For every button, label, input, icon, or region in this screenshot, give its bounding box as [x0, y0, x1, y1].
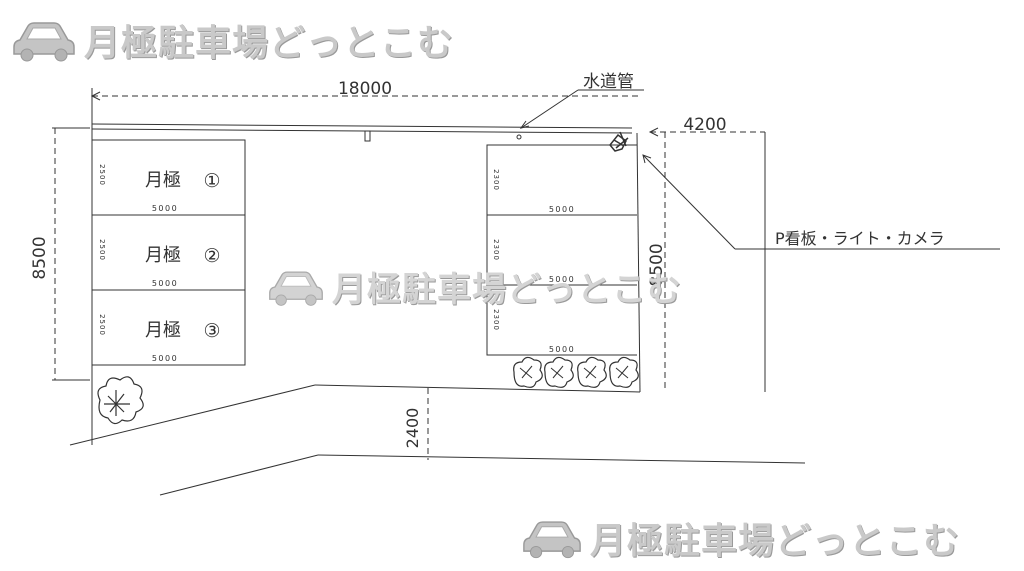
space-depth: 2500 — [98, 314, 106, 336]
watermark-text: 月極駐車場どっとこむ — [332, 270, 682, 310]
space-number: ① — [203, 170, 220, 192]
shrub-icon — [513, 356, 543, 388]
road-edge-right — [317, 454, 806, 464]
shrub-icon — [544, 356, 574, 388]
space-depth: 2300 — [492, 239, 500, 261]
dimension-left-depth: 8500 — [30, 127, 90, 381]
space-number: ② — [203, 245, 220, 267]
water-pipe-callout: 水道管 — [516, 72, 644, 140]
dimension-right-offset: 4200 — [648, 115, 766, 392]
shrub-row — [513, 356, 639, 388]
space-depth: 2300 — [492, 169, 500, 191]
road-gap-label: 2400 — [403, 408, 422, 449]
space-depth: 2500 — [98, 164, 106, 186]
space-depth: 2300 — [492, 309, 500, 331]
top-boundary — [91, 123, 633, 129]
space-name: 月極 — [145, 320, 181, 341]
shrub-icon — [577, 356, 607, 388]
car-icon — [13, 22, 75, 62]
parking-space-left: 月極 ① 5000 2500 — [92, 139, 246, 216]
space-depth: 2500 — [98, 239, 106, 261]
watermark-center: 月極駐車場どっとこむ — [268, 262, 682, 311]
watermark-bottom-right: 月極駐車場どっとこむ — [522, 512, 960, 564]
left-depth-label: 8500 — [30, 236, 50, 279]
parking-space-right: 5000 2300 — [486, 284, 637, 356]
sign-light-camera-callout: P看板・ライト・カメラ — [609, 131, 1000, 250]
right-boundary — [636, 132, 641, 393]
large-tree-icon — [97, 376, 144, 425]
right-depth-label: 8500 — [647, 243, 667, 286]
parking-space-left: 月極 ② 5000 2500 — [92, 214, 246, 291]
space-width: 5000 — [152, 354, 178, 363]
right-offset-label: 4200 — [683, 115, 726, 135]
parking-space-left: 月極 ③ 5000 2500 — [92, 289, 246, 366]
space-name: 月極 — [145, 170, 181, 191]
space-number: ③ — [203, 320, 220, 342]
watermark-text: 月極駐車場どっとこむ — [590, 521, 961, 562]
left-parking-spaces: 月極 ① 5000 2500 月極 ② 5000 2500 月極 ③ 5000 2500 — [92, 139, 246, 366]
space-width: 5000 — [152, 204, 178, 213]
front-boundary-left — [69, 384, 316, 446]
space-width: 5000 — [549, 275, 575, 284]
watermark-top-left: 月極駐車場どっとこむ — [12, 14, 454, 66]
dimension-road-gap: 2400 — [403, 388, 429, 460]
car-icon — [269, 270, 323, 306]
right-parking-spaces: 5000 2300 5000 2300 5000 2300 — [486, 144, 637, 356]
front-boundary-right — [314, 384, 641, 393]
space-width: 5000 — [549, 345, 575, 354]
water-pipe-label: 水道管 — [583, 72, 634, 92]
sign-light-camera-label: P看板・ライト・カメラ — [775, 229, 945, 248]
car-icon — [523, 521, 581, 559]
shrub-icon — [609, 356, 639, 388]
space-width: 5000 — [549, 205, 575, 214]
dimension-total-width: 18000 — [90, 79, 640, 128]
space-width: 5000 — [152, 279, 178, 288]
post-marker — [364, 130, 371, 142]
total-width-label: 18000 — [338, 79, 392, 99]
sign-icon — [609, 131, 629, 152]
watermark-text: 月極駐車場どっとこむ — [84, 23, 455, 64]
road-edge-left — [159, 454, 319, 496]
parking-space-right: 5000 2300 — [486, 144, 637, 216]
space-name: 月極 — [145, 245, 181, 266]
dimension-right-depth: 8500 — [647, 132, 667, 392]
